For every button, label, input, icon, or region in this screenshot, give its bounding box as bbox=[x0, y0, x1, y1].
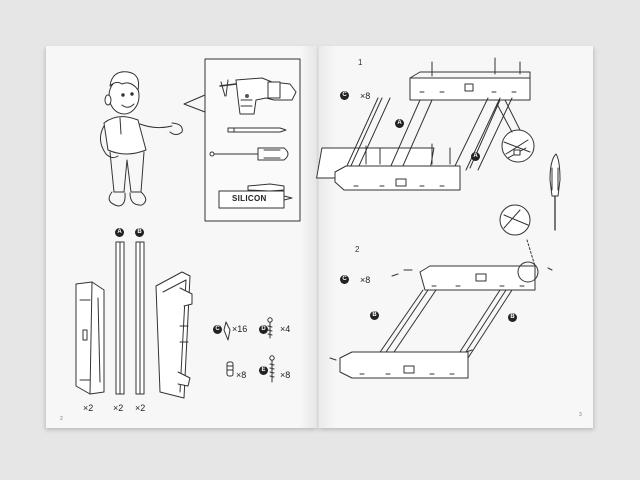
part-a-badge: A bbox=[115, 228, 124, 237]
rail-b-part bbox=[135, 241, 145, 395]
screwdriver-icon bbox=[209, 147, 289, 161]
screw-d-icon bbox=[267, 317, 273, 339]
step-2-number: 2 bbox=[355, 245, 360, 254]
step-1-part-a-badge-right: A bbox=[471, 152, 480, 161]
step-1-assembly-diagram bbox=[316, 57, 536, 267]
step-1-hardware-badge: C bbox=[340, 91, 349, 100]
hardware-e-qty: ×8 bbox=[280, 370, 291, 380]
hardware-c-qty: ×16 bbox=[232, 324, 248, 334]
hinge-hardware-icon bbox=[223, 321, 231, 341]
glass-panel-part bbox=[155, 271, 193, 399]
step-2-assembly-diagram bbox=[329, 261, 553, 379]
right-page-number: 3 bbox=[579, 412, 582, 418]
side-panel-part bbox=[75, 281, 105, 395]
hardware-d-qty: ×4 bbox=[280, 324, 291, 334]
step-1-hardware-qty: ×8 bbox=[360, 91, 371, 101]
silicon-tube-icon bbox=[218, 183, 293, 209]
hardware-e-badge: E bbox=[259, 366, 268, 375]
hardware-d-badge: D bbox=[259, 325, 268, 334]
screwdriver-tool-icon bbox=[549, 153, 561, 231]
cartoon-man-illustration bbox=[100, 71, 183, 207]
step-2-hardware-badge: C bbox=[340, 275, 349, 284]
book-gutter bbox=[300, 46, 336, 428]
part-b-qty: ×2 bbox=[135, 403, 146, 413]
hardware-c-badge: C bbox=[213, 325, 222, 334]
step-2-part-b-badge: B bbox=[370, 311, 379, 320]
side-panel-qty: ×2 bbox=[83, 403, 94, 413]
part-b-badge: B bbox=[135, 228, 144, 237]
silicon-label: SILICON bbox=[232, 194, 267, 203]
part-a-qty: ×2 bbox=[113, 403, 124, 413]
wall-plug-qty: ×8 bbox=[236, 370, 247, 380]
step-2-part-b-badge-right: B bbox=[508, 313, 517, 322]
drill-icon bbox=[219, 77, 297, 115]
step-1-number: 1 bbox=[358, 58, 363, 67]
wall-plug-icon bbox=[226, 361, 234, 377]
pencil-icon bbox=[227, 127, 287, 133]
step-2-hardware-qty: ×8 bbox=[360, 275, 371, 285]
step-1-part-a-badge: A bbox=[395, 119, 404, 128]
screw-e-icon bbox=[269, 355, 275, 383]
left-page-number: 2 bbox=[60, 416, 63, 422]
rail-a-part bbox=[115, 241, 125, 395]
